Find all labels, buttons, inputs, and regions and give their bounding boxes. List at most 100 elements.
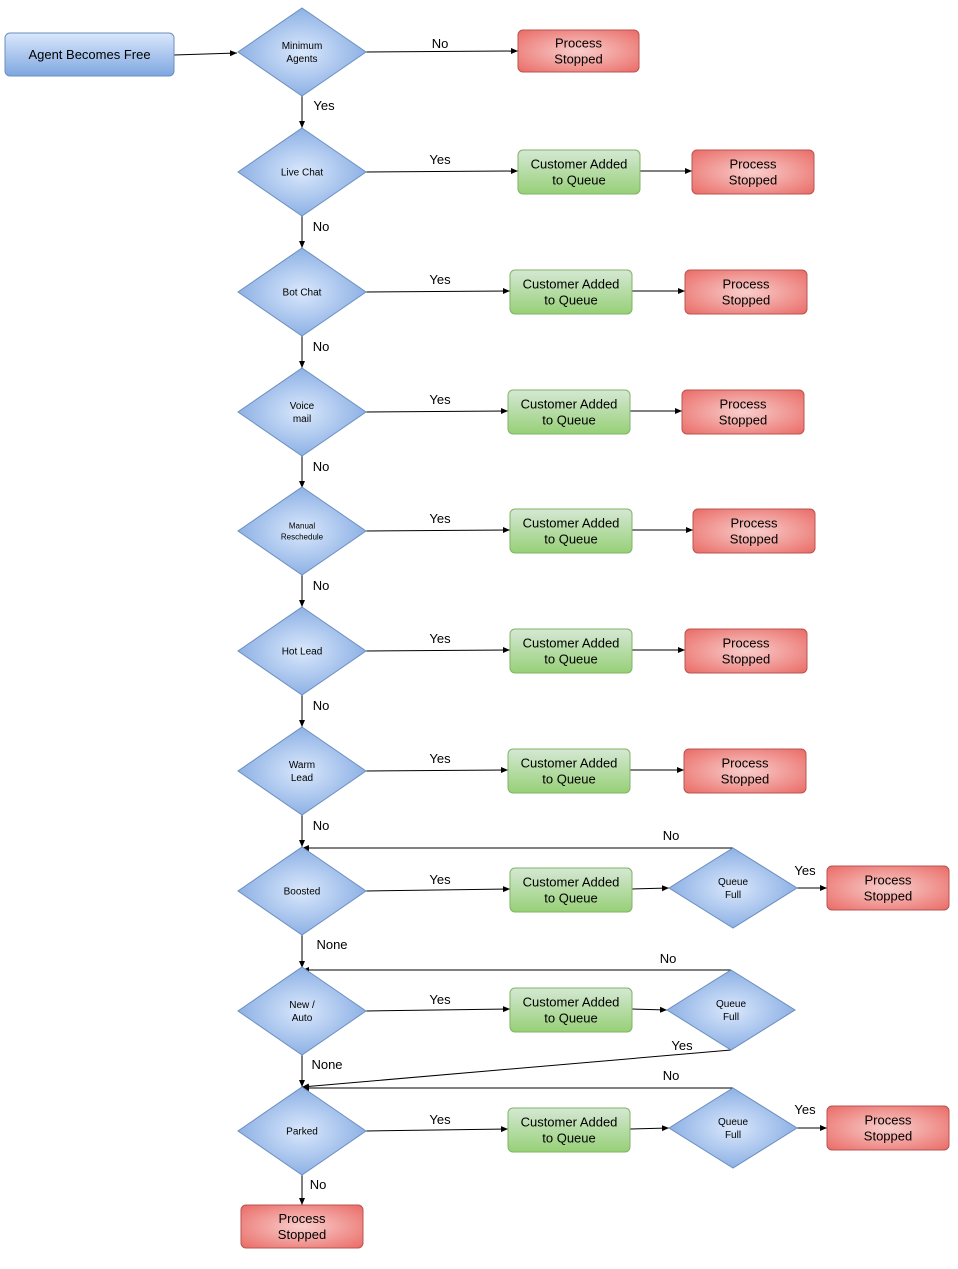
edge-label-queue-boosted-yes: Yes — [794, 863, 816, 878]
decision-live-chat-shape — [237, 127, 367, 217]
edge-label-queue-new-auto-no: No — [660, 951, 677, 966]
decision-boosted: Boosted — [237, 846, 367, 936]
decision-new-auto-label: New /Auto — [289, 1000, 315, 1024]
decision-warm-lead-shape — [237, 726, 367, 816]
process-stopped-parked-shape — [826, 1105, 950, 1151]
edge-voice-mail-yes — [365, 408, 509, 415]
customer-added-parked-shape — [507, 1107, 631, 1153]
decision-parked-label: Parked — [286, 1127, 318, 1138]
edge-parked-to-queue — [629, 1125, 670, 1132]
decision-voice-mail-shape — [237, 367, 367, 457]
start-node-shape — [4, 32, 175, 77]
edge-label-boosted-yes: Yes — [429, 872, 451, 887]
decision-live-chat-label: Live Chat — [281, 168, 323, 179]
edge-warm-lead-yes — [365, 767, 509, 774]
edge-minimum-no — [365, 48, 519, 55]
edge-label-warm-lead-down: No — [313, 818, 330, 833]
decision-hot-lead: Hot Lead — [237, 606, 367, 696]
decision-boosted-shape — [237, 846, 367, 936]
edge-label-live-chat-down: No — [313, 219, 330, 234]
edge-label-queue-parked-yes: Yes — [794, 1102, 816, 1117]
decision-bot-chat-shape — [237, 247, 367, 337]
decision-bot-chat-label: Bot Chat — [283, 288, 322, 299]
process-stopped-manual-reschedule-shape — [692, 508, 816, 554]
edge-boosted-to-queue — [631, 885, 670, 892]
customer-added-manual-reschedule-shape — [509, 508, 633, 554]
decision-parked-shape — [237, 1086, 367, 1176]
start-node: Agent Becomes Free — [4, 32, 175, 77]
edge-label-live-chat-yes: Yes — [429, 152, 451, 167]
edge-label-queue-new-auto-yes: Yes — [671, 1038, 693, 1053]
decision-minimum-agents-shape — [237, 7, 367, 97]
decision-live-chat: Live Chat — [237, 127, 367, 217]
process-stopped-final-shape — [240, 1204, 364, 1249]
process-stopped-live-chat-shape — [691, 149, 815, 195]
edge-label-warm-lead-yes: Yes — [429, 751, 451, 766]
edge-queue-new-auto-yes — [301, 1049, 732, 1090]
edge-parked-yes — [365, 1126, 509, 1133]
customer-added-boosted-shape — [509, 867, 633, 913]
edge-label-parked-down: No — [310, 1177, 327, 1192]
decision-queue-full-boosted-shape — [668, 847, 798, 929]
process-stopped-warm-lead-shape — [683, 748, 807, 794]
customer-added-voice-mail-shape — [507, 389, 631, 435]
edge-label-queue-boosted-no: No — [663, 828, 680, 843]
customer-added-bot-chat-shape — [509, 269, 633, 315]
edge-label-minimum-yes: Yes — [313, 98, 335, 113]
edge-label-voice-mail-yes: Yes — [429, 392, 451, 407]
start-node-label: Agent Becomes Free — [28, 47, 150, 62]
decision-new-auto: New /Auto — [237, 966, 367, 1056]
decision-queue-full-parked-shape — [668, 1087, 798, 1169]
edge-label-new-auto-down: None — [311, 1057, 342, 1072]
edge-start-to-minimum — [173, 50, 238, 57]
edge-label-hot-lead-yes: Yes — [429, 631, 451, 646]
edge-live-chat-yes — [365, 168, 519, 175]
edge-labels: NoYesYesNoYesNoYesNoYesNoYesNoYesNoYesYe… — [310, 36, 816, 1192]
edge-boosted-yes — [365, 886, 511, 893]
process-stopped-voice-mail-shape — [681, 389, 805, 435]
edge-new-auto-yes — [365, 1006, 511, 1013]
edge-label-hot-lead-down: No — [313, 698, 330, 713]
connector-lines — [173, 48, 827, 1205]
customer-added-live-chat-shape — [517, 149, 641, 195]
customer-added-warm-lead-shape — [507, 748, 631, 794]
edge-label-parked-yes: Yes — [429, 1112, 451, 1127]
edge-label-queue-parked-no: No — [663, 1068, 680, 1083]
